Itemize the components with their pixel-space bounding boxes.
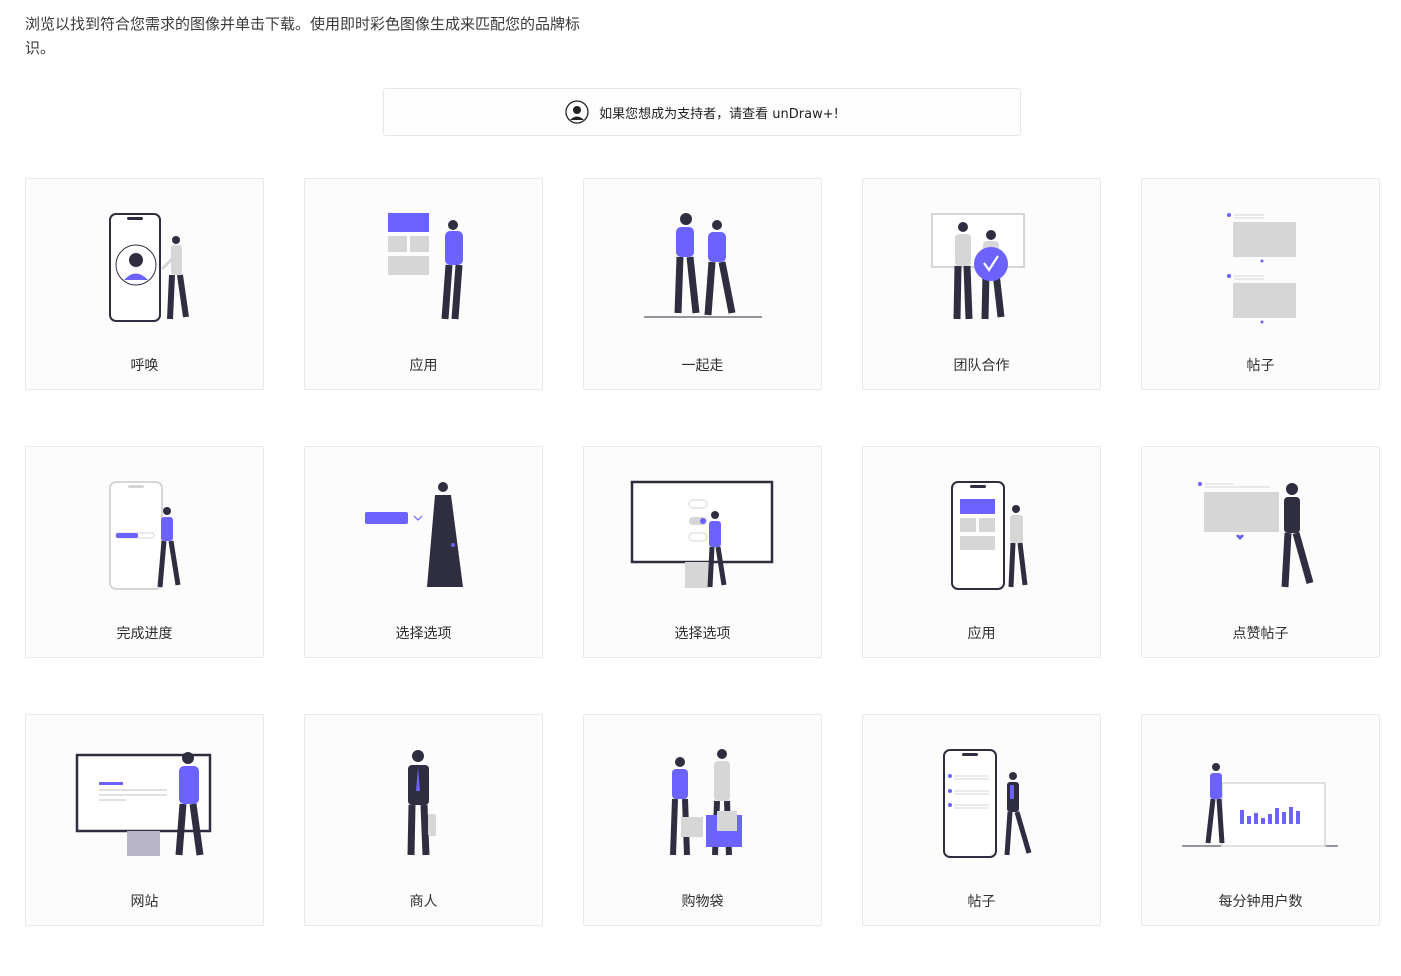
calling-illustration [109,213,189,322]
illustration-card-businessman[interactable]: 商人 [304,714,543,926]
posts-phone-illustration [943,749,1032,858]
card-label: 应用 [409,358,438,374]
website-illustration [75,752,212,856]
illustration-card-app-2[interactable]: 应用 [862,446,1101,658]
posts-illustration [1227,213,1296,324]
illustration-card-select-option-2[interactable]: 选择选项 [583,446,822,658]
illustration-card-like-post[interactable]: 点赞帖子 [1141,446,1380,658]
illustration-card-website[interactable]: 网站 [25,714,264,926]
illustration-card-teamwork[interactable]: 团队合作 [862,178,1101,390]
teamwork-illustration [931,213,1025,320]
card-label: 购物袋 [681,894,724,910]
illustration-card-walking-together[interactable]: 一起走 [583,178,822,390]
card-label: 帖子 [967,894,996,910]
card-label: 团队合作 [953,358,1010,374]
support-banner[interactable]: 如果您想成为支持者，请查看 unDraw+! [383,88,1021,136]
illustration-card-posts-2[interactable]: 帖子 [862,714,1101,926]
card-label: 选择选项 [674,626,731,642]
card-label: 每分钟用户数 [1218,894,1303,910]
banner-text: 如果您想成为支持者，请查看 unDraw+! [599,106,839,122]
users-per-minute-illustration [1182,763,1338,847]
card-label: 点赞帖子 [1232,626,1289,642]
select-option-illustration [365,482,463,587]
card-label: 帖子 [1246,358,1275,374]
app-phone-illustration [951,481,1028,590]
illustration-card-select-option-1[interactable]: 选择选项 [304,446,543,658]
illustration-card-app[interactable]: 应用 [304,178,543,390]
card-label: 一起走 [681,358,724,374]
card-label: 呼唤 [130,358,159,374]
app-illustration [388,213,463,320]
card-label: 完成进度 [116,626,173,642]
walking-together-illustration [644,213,762,318]
progress-illustration [109,481,181,590]
like-post-illustration [1198,482,1314,588]
select-option-monitor-illustration [630,480,774,588]
illustration-card-posts[interactable]: 帖子 [1141,178,1380,390]
shopping-bag-illustration [670,749,742,856]
avatar-icon [565,100,589,124]
card-label: 商人 [409,894,438,910]
illustration-card-calling[interactable]: 呼唤 [25,178,264,390]
illustration-card-progress[interactable]: 完成进度 [25,446,264,658]
card-label: 应用 [967,626,996,642]
businessman-illustration [407,750,436,856]
illustration-card-users-per-minute[interactable]: 每分钟用户数 [1141,714,1380,926]
card-label: 选择选项 [395,626,452,642]
illustration-card-shopping-bag[interactable]: 购物袋 [583,714,822,926]
intro-text: 浏览以找到符合您需求的图像并单击下载。使用即时彩色图像生成来匹配您的品牌标识。 [25,15,581,57]
card-label: 网站 [130,894,159,910]
